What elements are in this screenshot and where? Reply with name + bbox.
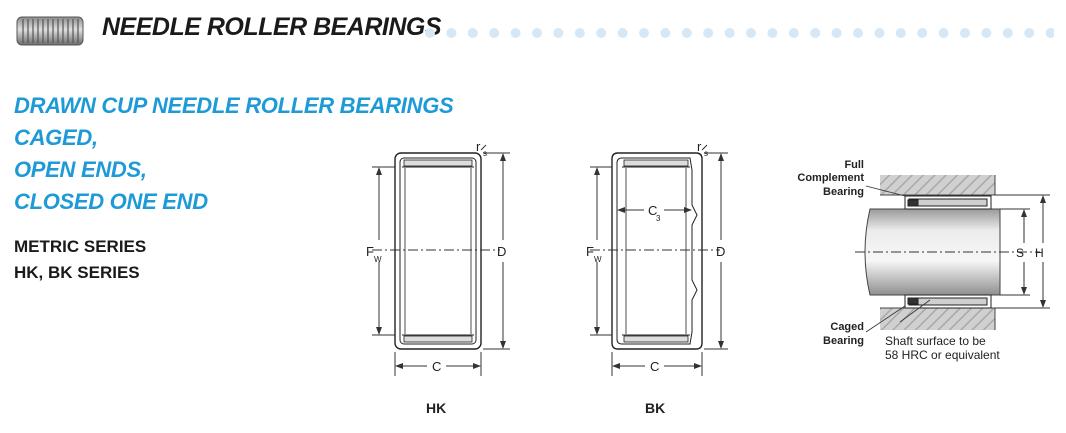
caged-label-1: Caged: [830, 321, 864, 333]
page-title: NEEDLE ROLLER BEARINGS: [102, 13, 442, 41]
full-complement-label-1: Full: [844, 159, 864, 171]
hk-caption: HK: [426, 400, 446, 416]
section-title-line-4: CLOSED ONE END: [14, 189, 208, 214]
series-line-2: HK, BK SERIES: [14, 263, 140, 282]
bk-rs-label: r: [697, 139, 702, 154]
header-dot: [1002, 28, 1013, 38]
header-dot: [639, 28, 649, 38]
header-dot-divider: [425, 28, 1054, 38]
header-dot: [510, 28, 521, 38]
header-dot: [1024, 28, 1035, 38]
page-header: NEEDLE ROLLER BEARINGS: [0, 0, 1066, 62]
header-dot: [489, 28, 500, 38]
section-title: DRAWN CUP NEEDLE ROLLER BEARINGS CAGED, …: [14, 90, 454, 218]
header-dot: [553, 28, 564, 38]
section-title-line-3: OPEN ENDS,: [14, 157, 147, 182]
bk-caption: BK: [645, 400, 665, 416]
h-label: H: [1035, 246, 1044, 260]
hk-fw-label: F: [366, 244, 374, 259]
header-dot: [681, 28, 692, 38]
header-dot: [746, 28, 756, 38]
header-dot: [703, 28, 714, 38]
hk-c-label: C: [432, 359, 441, 374]
bearing-icon: [16, 16, 84, 46]
header-dot: [853, 28, 863, 38]
series-label: METRIC SERIES HK, BK SERIES: [14, 234, 146, 286]
header-dot: [981, 28, 992, 38]
header-dot: [617, 28, 628, 38]
header-dot: [767, 28, 778, 38]
shaft-note-line-1: Shaft surface to be: [885, 334, 986, 348]
bk-fw-sub: W: [594, 255, 602, 264]
header-dot: [831, 28, 842, 38]
header-dot: [467, 28, 478, 38]
section-title-line-1: DRAWN CUP NEEDLE ROLLER BEARINGS: [14, 93, 454, 118]
bk-c3-label: C: [648, 203, 657, 218]
bk-c-label: C: [650, 359, 659, 374]
hk-rs-sub: s: [483, 149, 487, 158]
header-dot: [574, 28, 585, 38]
header-dot: [596, 28, 607, 38]
header-dot: [874, 28, 885, 38]
header-dot: [917, 28, 928, 38]
header-dot: [532, 28, 542, 38]
shaft-note-line-2: 58 HRC or equivalent: [885, 348, 1000, 362]
bk-rs-sub: s: [704, 149, 708, 158]
header-dot: [660, 28, 671, 38]
header-dot: [895, 28, 906, 38]
header-dot: [788, 28, 799, 38]
s-label: S: [1016, 246, 1024, 260]
bk-d-label: D: [716, 244, 725, 259]
hk-rs-label: r: [476, 139, 481, 154]
header-dot: [425, 28, 435, 38]
bk-fw-label: F: [586, 244, 594, 259]
series-line-1: METRIC SERIES: [14, 237, 147, 256]
section-title-line-2: CAGED,: [14, 125, 98, 150]
header-dot: [960, 28, 970, 38]
hk-d-label: D: [497, 244, 506, 259]
header-dot: [938, 28, 949, 38]
header-dot: [1045, 28, 1054, 38]
hk-fw-sub: W: [374, 255, 382, 264]
bk-c3-sub: 3: [656, 214, 661, 223]
full-complement-label-3: Bearing: [823, 186, 864, 198]
caged-label-2: Bearing: [823, 335, 864, 347]
header-dot: [446, 28, 457, 38]
full-complement-label-2: Complement: [797, 172, 864, 184]
header-dot: [810, 28, 821, 38]
header-dot: [724, 28, 735, 38]
